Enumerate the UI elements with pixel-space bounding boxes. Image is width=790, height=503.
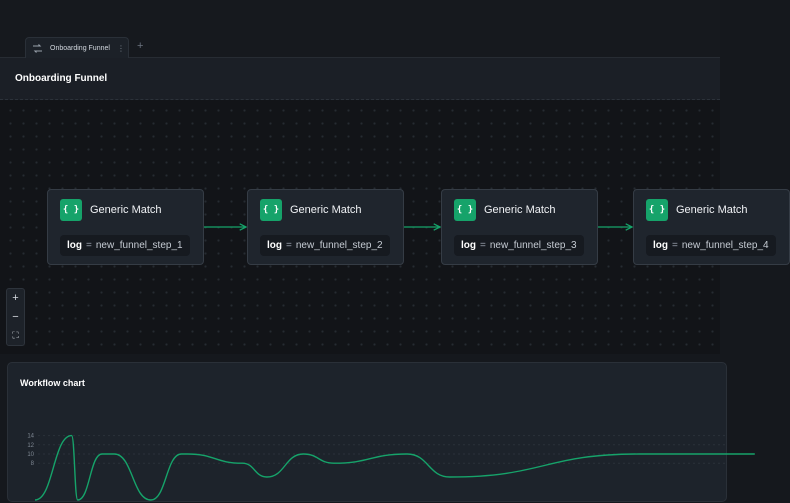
workflow-icon: [32, 43, 43, 54]
page-header: Onboarding Funnel: [0, 58, 720, 100]
braces-icon: { }: [646, 199, 668, 221]
expr-operator: =: [672, 240, 678, 251]
tab-bar: Onboarding Funnel ⋮ +: [0, 0, 720, 58]
workflow-chart-panel: Workflow chart 14 12 10 8: [7, 362, 755, 502]
edges-layer: [203, 100, 720, 354]
expr-key: log: [267, 240, 282, 251]
expr-key: log: [653, 240, 668, 251]
zoom-out-button[interactable]: −: [12, 310, 19, 323]
node-expression: log = new_funnel_step_3: [454, 235, 584, 256]
series-line-0: [34, 434, 755, 501]
y-tick-label: 8: [31, 461, 35, 467]
page-title: Onboarding Funnel: [15, 73, 108, 84]
node-title: Generic Match: [290, 204, 362, 216]
node-expression: log = new_funnel_step_1: [60, 235, 190, 256]
braces-icon: { }: [260, 199, 282, 221]
node-generic-match-3[interactable]: { } Generic Match log = new_funnel_step_…: [441, 189, 598, 265]
tab-label: Onboarding Funnel: [50, 44, 110, 52]
expr-operator: =: [286, 240, 292, 251]
y-tick-label: 12: [27, 443, 34, 449]
expr-operator: =: [86, 240, 92, 251]
workflow-canvas[interactable]: { } Generic Match log = new_funnel_step_…: [0, 100, 790, 354]
braces-icon: { }: [60, 199, 82, 221]
expr-value: new_funnel_step_2: [295, 240, 383, 251]
zoom-in-button[interactable]: +: [12, 292, 19, 305]
expr-value: new_funnel_step_4: [681, 240, 769, 251]
zoom-controls: + − ⛶: [6, 288, 25, 346]
expr-key: log: [67, 240, 82, 251]
expr-operator: =: [480, 240, 486, 251]
expr-key: log: [461, 240, 476, 251]
braces-icon: { }: [454, 199, 476, 221]
fit-view-button[interactable]: ⛶: [12, 330, 19, 341]
node-expression: log = new_funnel_step_4: [646, 235, 776, 256]
add-tab-button[interactable]: +: [137, 40, 144, 52]
tab-menu-icon[interactable]: ⋮: [116, 43, 125, 53]
y-tick-label: 14: [27, 434, 34, 440]
node-title: Generic Match: [90, 204, 162, 216]
tab-onboarding-funnel[interactable]: Onboarding Funnel ⋮: [25, 37, 129, 58]
node-expression: log = new_funnel_step_2: [260, 235, 390, 256]
node-title: Generic Match: [484, 204, 556, 216]
workflow-chart: 14 12 10 8: [27, 434, 755, 501]
expr-value: new_funnel_step_1: [95, 240, 183, 251]
y-tick-label: 10: [27, 452, 34, 458]
node-generic-match-2[interactable]: { } Generic Match log = new_funnel_step_…: [247, 189, 404, 265]
node-generic-match-1[interactable]: { } Generic Match log = new_funnel_step_…: [47, 189, 204, 265]
expr-value: new_funnel_step_3: [489, 240, 577, 251]
node-title: Generic Match: [676, 204, 748, 216]
chart-title: Workflow chart: [20, 378, 85, 388]
node-generic-match-4[interactable]: { } Generic Match log = new_funnel_step_…: [633, 189, 790, 265]
